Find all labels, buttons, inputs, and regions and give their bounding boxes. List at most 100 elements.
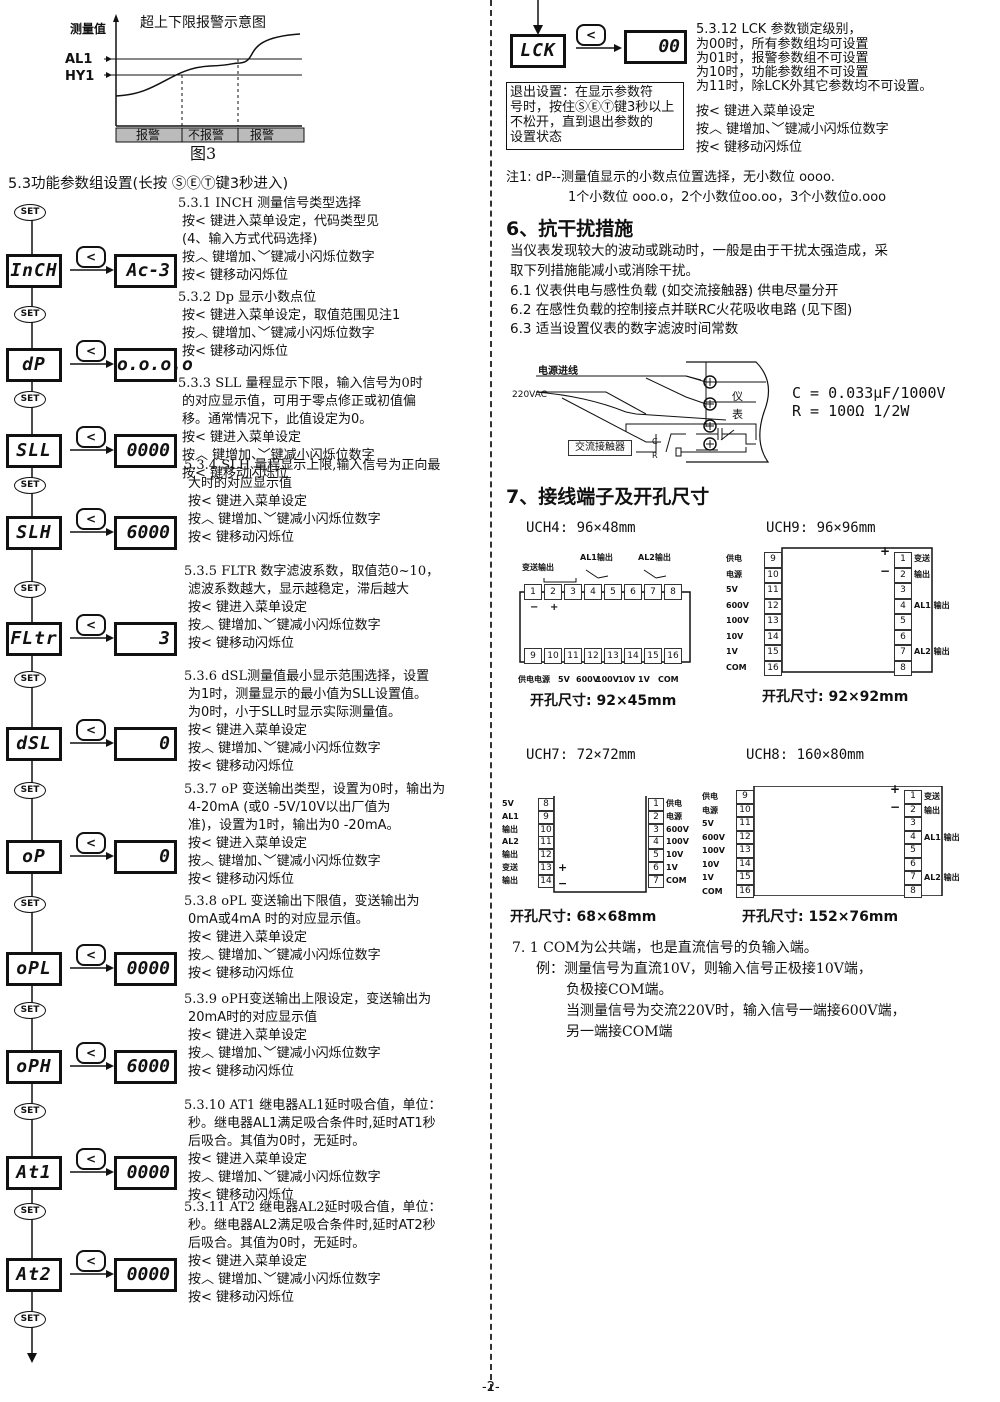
param-value-display: 0: [114, 840, 177, 874]
section-5-3-title: 5.3功能参数组设置(长按 ⓈⒺⓉ键3秒进入): [8, 176, 289, 192]
uch8-label: 电源: [702, 805, 718, 815]
uch8-terminal: 14: [736, 857, 754, 871]
set-key-icon[interactable]: SET: [14, 204, 46, 221]
uch4-label: AL2输出: [638, 553, 671, 562]
lck-value-display: 00: [624, 30, 687, 64]
left-column: 测量值 超上下限报警示意图 AL1 HY1 报警 不报警 报警 图3 5.3功能…: [0, 0, 488, 1390]
uch9-sign: +: [880, 544, 891, 558]
uch7-label: 600V: [666, 824, 689, 834]
uch7-label: 100V: [666, 837, 689, 847]
param-line: 按< 键进入菜单设定: [188, 836, 308, 851]
set-key-icon[interactable]: SET: [14, 391, 46, 408]
lck-title: 5.3.12 LCK 参数锁定级别，: [696, 22, 862, 37]
left-key-button[interactable]: <: [76, 832, 106, 854]
param-line: 后吸合。其值为0时，无延时。: [188, 1236, 366, 1251]
right-column: LCK < 00 5.3.12 LCK 参数锁定级别， 为00时，所有参数组均可…: [496, 0, 1000, 1390]
left-key-button[interactable]: <: [76, 614, 106, 636]
power-in-label: 电源进线: [538, 366, 578, 377]
left-key-button[interactable]: <: [76, 508, 106, 530]
set-key-icon[interactable]: SET: [14, 671, 46, 688]
uch4-terminal: 4: [584, 584, 602, 600]
set-key-icon[interactable]: SET: [14, 306, 46, 323]
uch7-terminal: 2: [648, 810, 664, 824]
set-key-icon[interactable]: SET: [14, 1103, 46, 1120]
uch9-label: 输出: [914, 569, 930, 579]
param-code-display: oPH: [6, 1050, 62, 1084]
uch9-label: AL1 输出: [914, 600, 950, 610]
set-key-icon[interactable]: SET: [14, 782, 46, 799]
left-key-button[interactable]: <: [76, 944, 106, 966]
left-key-button[interactable]: <: [76, 1148, 106, 1170]
uch8-terminal: 1: [904, 790, 922, 804]
uch7-terminal: 3: [648, 823, 664, 837]
uch9-label: COM: [726, 662, 747, 672]
param-line: 4-20mA (或0 -5V/10V以出厂值为: [188, 800, 391, 815]
exit-line-2: 号时，按住ⓈⒺⓉ键3秒以上: [510, 100, 675, 115]
param-code-display: At2: [6, 1258, 62, 1292]
uch8-terminal: 15: [736, 871, 754, 885]
set-key-icon[interactable]: SET: [14, 1002, 46, 1019]
param-line: 后吸合。其值为0时，无延时。: [188, 1134, 366, 1149]
uch7-terminal: 9: [538, 810, 554, 824]
left-key-button[interactable]: <: [76, 340, 106, 362]
uch4-terminal: 5: [604, 584, 622, 600]
right-arrow-icon: [70, 739, 114, 747]
uch8-label: 600V: [702, 832, 725, 842]
section-6-title: 6、抗干扰措施: [506, 218, 634, 240]
set-key-icon[interactable]: SET: [14, 896, 46, 913]
param-line: 按< 键进入菜单设定: [188, 1254, 308, 1269]
param-title: 5.3.10 AT1 继电器AL1延时吸合值，单位：: [184, 1098, 442, 1113]
uch9-terminal: 5: [894, 614, 912, 630]
left-key-button[interactable]: <: [76, 246, 106, 268]
uch7-label: 输出: [502, 824, 518, 834]
uch9-label: 10V: [726, 631, 744, 641]
set-key-icon[interactable]: SET: [14, 1311, 46, 1328]
param-value-display: 0: [114, 727, 177, 761]
figure-caption: 图3: [190, 144, 217, 163]
uch8-label: AL2 输出: [924, 873, 960, 882]
uch8-terminal: 7: [904, 871, 922, 885]
uch9-label: 100V: [726, 616, 749, 625]
param-value-display: 6000: [114, 1050, 177, 1084]
right-arrow-icon: [70, 964, 114, 972]
set-key-icon[interactable]: SET: [14, 581, 46, 598]
uch7-terminal: 12: [538, 849, 554, 863]
uch9-terminal: 16: [764, 660, 782, 676]
uch9-terminal: 13: [764, 614, 782, 630]
param-line: 20mA时的对应显示值: [188, 1010, 318, 1025]
uch8-label: 变送: [924, 792, 940, 801]
param-value-display: Ac-3: [114, 254, 177, 288]
set-key-icon[interactable]: SET: [14, 1203, 46, 1220]
lck-left-key[interactable]: <: [576, 24, 606, 46]
param-line: 按< 键进入菜单设定: [182, 430, 302, 445]
uch8-label: 100V: [702, 846, 725, 855]
left-key-button[interactable]: <: [76, 426, 106, 448]
diagram-ylabel: 测量值: [70, 22, 107, 36]
param-line: 按< 键移动闪烁位: [188, 872, 295, 887]
uch4-terminal: 2: [544, 584, 562, 600]
note-7-1: 7. 1 COM为公共端，也是直流信号的负输入端。: [512, 940, 818, 956]
param-code-display: SLH: [6, 516, 62, 550]
bar-alarm-2: 报警: [250, 128, 275, 142]
set-key-icon[interactable]: SET: [14, 477, 46, 494]
param-value-display: o.o.o.o: [114, 348, 193, 382]
param-value-display: 3: [114, 622, 177, 656]
uch8-terminal: 10: [736, 803, 754, 817]
uch8-sign: +: [890, 782, 901, 796]
param-line: 按< 键进入菜单设定: [188, 494, 308, 509]
uch4-terminal: 1: [524, 584, 542, 600]
param-title: 5.3.11 AT2 继电器AL2延时吸合值，单位：: [184, 1200, 442, 1215]
param-line: 按< 键进入菜单设定: [188, 1152, 308, 1167]
param-value-display: 0000: [114, 952, 177, 986]
uch9-terminal: 7: [894, 645, 912, 661]
left-key-button[interactable]: <: [76, 1250, 106, 1272]
left-key-button[interactable]: <: [76, 719, 106, 741]
uch8-label: 供电: [702, 792, 718, 801]
uch4-terminal: 7: [644, 584, 662, 600]
uch9-label: AL2 输出: [914, 647, 950, 656]
uch7-cutout: 开孔尺寸: 68×68mm: [510, 909, 657, 925]
lck-code-display: LCK: [510, 34, 566, 68]
left-key-button[interactable]: <: [76, 1042, 106, 1064]
uch7-label: 电源: [666, 811, 682, 821]
uch8-sign: −: [890, 799, 901, 814]
